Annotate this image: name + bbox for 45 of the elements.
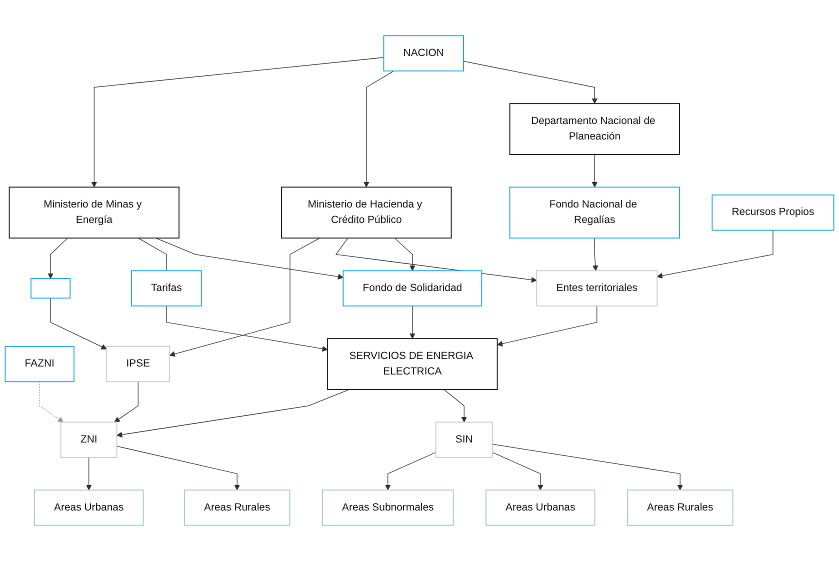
arrow	[39, 381, 64, 422]
arrow	[86, 457, 92, 490]
arrow	[444, 389, 467, 422]
node-box: Areas Urbanas	[485, 490, 596, 526]
arrow	[492, 444, 683, 490]
arrow	[155, 238, 344, 280]
node-box: Ministerio de Minas y Energía	[8, 186, 180, 239]
node-box: Areas Subnormales	[322, 490, 454, 526]
node-box: Fondo de Solidaridad	[342, 270, 482, 306]
node-box: Fondo Nacional de Regalías	[509, 186, 680, 239]
arrow	[116, 446, 240, 490]
node-box: Areas Rurales	[626, 490, 734, 526]
node-box: SIN	[435, 422, 493, 458]
node-box	[30, 278, 71, 299]
arrow	[592, 238, 598, 271]
arrow	[50, 298, 107, 350]
arrow	[114, 381, 138, 422]
arrow	[656, 230, 774, 279]
arrow	[497, 306, 598, 346]
arrow	[91, 57, 384, 188]
arrow	[169, 238, 320, 357]
arrow	[385, 452, 436, 490]
arrow	[463, 60, 598, 104]
node-box: NACION	[383, 35, 464, 72]
arrow	[592, 154, 598, 188]
node-box: Ministerio de Hacienda y Crédito Público	[281, 186, 452, 239]
node-box: Areas Urbanas	[34, 490, 144, 526]
arrow	[410, 306, 416, 339]
arrow	[116, 389, 350, 438]
node-box: Tarifas	[130, 270, 202, 306]
node-box: Recursos Propios	[712, 194, 834, 231]
arrow	[166, 306, 328, 352]
node-box: Entes territoriales	[536, 270, 658, 306]
arrow	[48, 238, 68, 279]
node-box: FAZNI	[4, 346, 74, 382]
connector	[138, 238, 167, 272]
node-box: Areas Rurales	[184, 490, 290, 526]
arrow	[492, 452, 544, 490]
arrow	[335, 238, 537, 283]
node-box: IPSE	[106, 346, 170, 382]
arrow	[394, 238, 416, 271]
arrow	[364, 70, 394, 188]
node-box: SERVICIOS DE ENERGIA ELECTRICA	[327, 338, 498, 390]
node-box: Departamento Nacional de Planeación	[509, 103, 680, 155]
node-box: ZNI	[60, 422, 118, 458]
